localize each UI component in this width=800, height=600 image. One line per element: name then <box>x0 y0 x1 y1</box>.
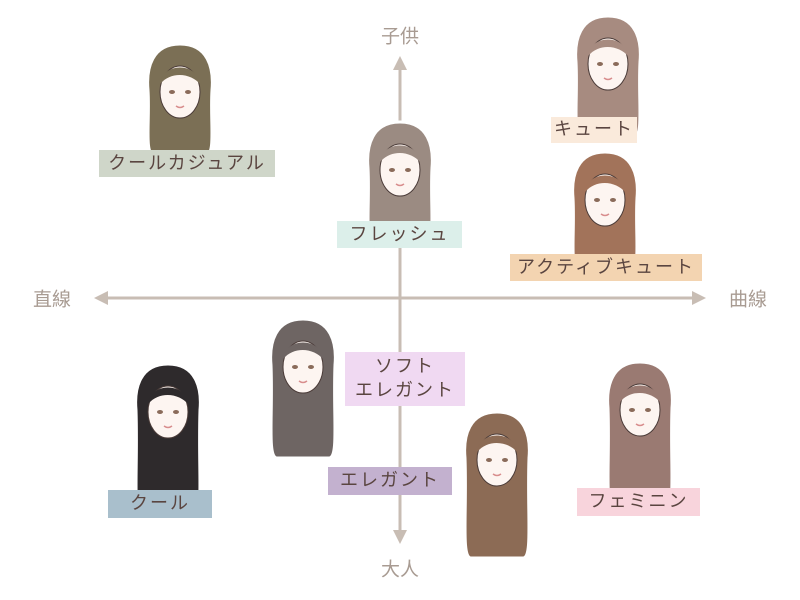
eye-left <box>486 458 492 462</box>
eye-right <box>610 198 616 202</box>
face-illustration-soft-elegant <box>269 317 337 460</box>
face-illustration-cool <box>134 362 202 519</box>
label-soft-elegant-line1: ソフト <box>375 356 435 377</box>
face-illustration-cute <box>574 14 642 139</box>
face <box>159 65 201 119</box>
face <box>619 383 661 437</box>
bangs <box>148 387 188 404</box>
eye-left <box>169 90 175 94</box>
axis-label-straight: 直線 <box>32 288 72 311</box>
eye-right <box>185 90 191 94</box>
eye-left <box>597 62 603 66</box>
arrow-down-icon <box>393 530 407 544</box>
arrow-right-icon <box>692 291 706 305</box>
bangs <box>380 145 420 162</box>
eye-left <box>594 198 600 202</box>
axis-label-curve: 曲線 <box>728 288 768 311</box>
face <box>476 433 518 487</box>
bangs <box>588 39 628 56</box>
face <box>584 173 626 227</box>
eye-right <box>645 408 651 412</box>
face <box>379 143 421 197</box>
label-cute: キュート <box>551 117 637 143</box>
eye-right <box>502 458 508 462</box>
label-active-cute: アクティブキュート <box>510 254 702 281</box>
bangs <box>585 175 625 192</box>
bangs <box>620 385 660 402</box>
mouth <box>395 183 405 187</box>
eye-right <box>405 168 411 172</box>
mouth <box>603 77 613 81</box>
eye-left <box>629 408 635 412</box>
mouth <box>492 473 502 477</box>
face <box>282 340 324 394</box>
eye-right <box>613 62 619 66</box>
axis-label-adult: 大人 <box>380 558 420 581</box>
mouth <box>298 380 308 384</box>
label-cool-casual: クールカジュアル <box>99 150 275 177</box>
mouth <box>600 213 610 217</box>
mouth <box>635 423 645 427</box>
eye-right <box>308 365 314 369</box>
arrow-left-icon <box>94 291 108 305</box>
face-illustration-cool-casual <box>146 42 214 157</box>
label-fresh: フレッシュ <box>337 221 462 248</box>
label-elegant: エレガント <box>328 467 452 495</box>
face <box>587 37 629 91</box>
bangs <box>160 67 200 84</box>
face-illustration-elegant <box>463 410 531 560</box>
bangs <box>477 435 517 452</box>
eye-left <box>389 168 395 172</box>
label-feminine: フェミニン <box>577 488 700 516</box>
eye-left <box>157 410 163 414</box>
eye-right <box>173 410 179 414</box>
axis-label-child: 子供 <box>380 25 420 48</box>
label-cool: クール <box>108 490 212 518</box>
label-soft-elegant: ソフト エレガント <box>345 352 465 406</box>
bangs <box>283 342 323 359</box>
label-soft-elegant-line2: エレガント <box>355 380 455 401</box>
face <box>147 385 189 439</box>
arrow-up-icon <box>393 56 407 70</box>
mouth <box>163 425 173 429</box>
face-illustration-active-cute <box>571 150 639 272</box>
face-illustration-feminine <box>606 360 674 510</box>
eye-left <box>292 365 298 369</box>
mouth <box>175 105 185 109</box>
